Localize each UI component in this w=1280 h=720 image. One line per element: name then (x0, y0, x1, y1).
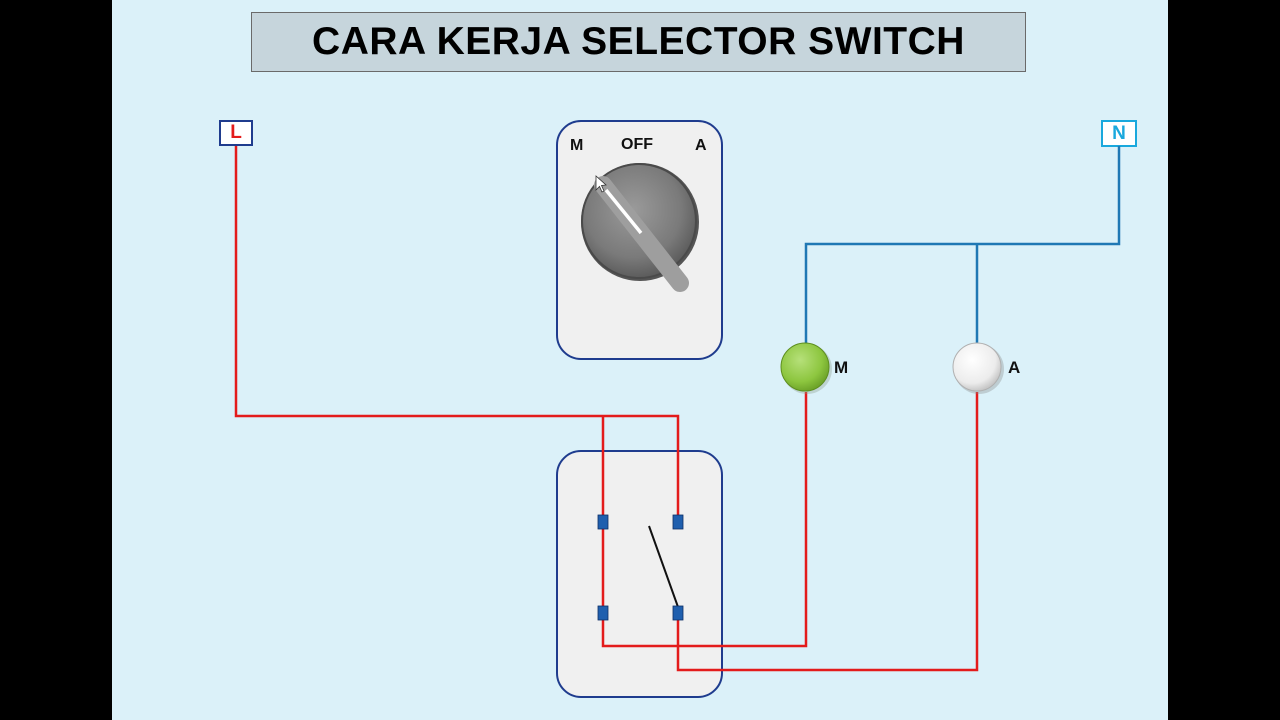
page-title: CARA KERJA SELECTOR SWITCH (251, 12, 1026, 72)
lamp-auto-label: A (1008, 358, 1021, 377)
contact-block-panel (556, 450, 723, 698)
lamp-auto (952, 342, 1004, 394)
contact-blade (648, 525, 679, 608)
selector-knob[interactable] (581, 163, 699, 292)
lamp-manual (780, 342, 832, 394)
mouse-cursor-icon (595, 175, 607, 193)
contact-terminal (597, 514, 609, 530)
neutral-wires (804, 146, 1121, 345)
selector-position-auto: A (695, 137, 707, 154)
contact-terminal (672, 605, 684, 621)
contact-terminal (672, 514, 684, 530)
selector-position-off: OFF (621, 136, 653, 153)
line-terminal-label: L (219, 120, 253, 146)
lamp-manual-label: M (834, 358, 849, 377)
contact-terminal (597, 605, 609, 621)
line-wires (234, 146, 979, 672)
selector-position-manual: M (570, 137, 584, 154)
contact-terminals (597, 514, 684, 621)
